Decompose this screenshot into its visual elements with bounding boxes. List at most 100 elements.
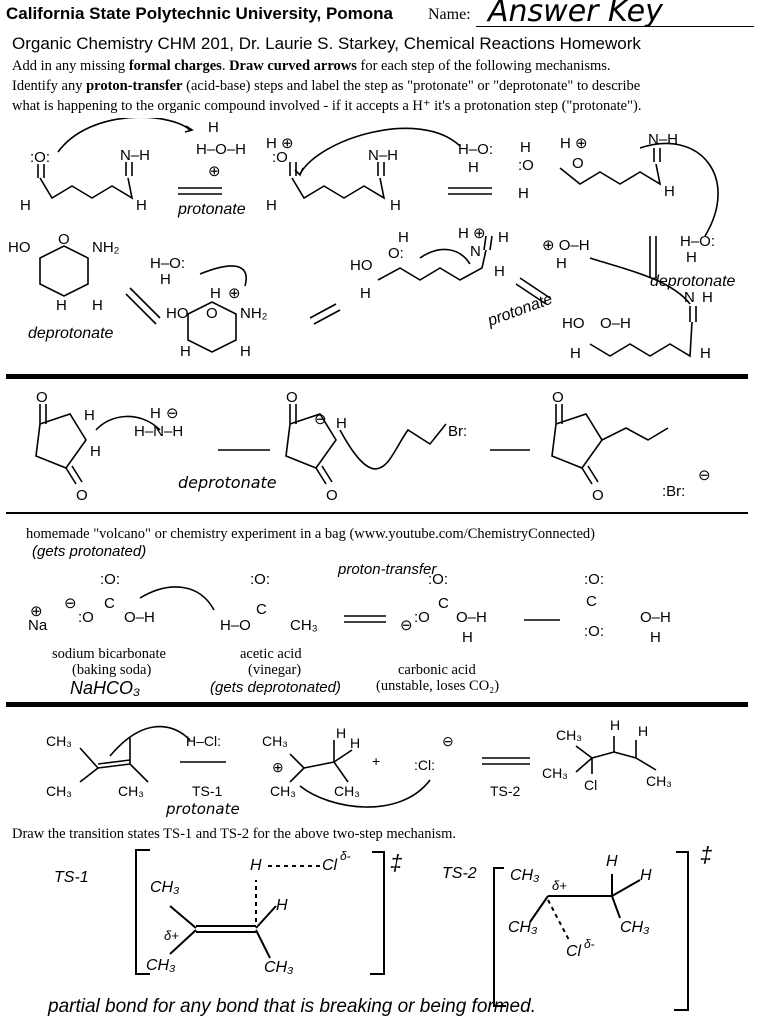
svg-text::O:: :O: <box>30 149 50 166</box>
svg-text:CH₃: CH₃ <box>270 783 296 799</box>
label-proton-transfer: proton-transfer <box>337 561 437 578</box>
svg-text::Cl:: :Cl: <box>414 757 435 773</box>
svg-text:Cl: Cl <box>584 777 597 793</box>
svg-text:H–O:: H–O: <box>458 141 493 158</box>
svg-text:‡: ‡ <box>700 846 712 867</box>
label-deprotonate-1: deprotonate <box>28 325 114 342</box>
svg-text::O: :O <box>272 149 288 166</box>
curved-arrow-10 <box>299 779 431 808</box>
svg-text:H: H <box>180 343 191 360</box>
svg-text:H: H <box>640 867 652 884</box>
svg-text:HO: HO <box>562 315 585 332</box>
svg-text:NH₂: NH₂ <box>240 305 268 322</box>
svg-text:CH₃: CH₃ <box>46 733 72 749</box>
ring-1 <box>39 245 89 297</box>
svg-text:CH₃: CH₃ <box>510 867 539 884</box>
svg-text:H: H <box>92 297 103 314</box>
course-title: Organic Chemistry CHM 201, Dr. Laurie S.… <box>12 34 641 53</box>
svg-text:δ+: δ+ <box>164 928 179 943</box>
svg-text:H: H <box>664 183 675 200</box>
svg-text::O:: :O: <box>584 571 604 588</box>
svg-text:H: H <box>208 119 219 136</box>
svg-text:Br:: Br: <box>448 423 467 440</box>
curved-arrow-7 <box>95 415 161 431</box>
svg-text:Cl: Cl <box>566 943 582 960</box>
svg-text:TS-2: TS-2 <box>490 783 521 799</box>
svg-text:HO: HO <box>166 305 189 322</box>
svg-text:H: H <box>398 229 409 246</box>
svg-text:H: H <box>350 735 360 751</box>
svg-text:O–H: O–H <box>600 315 631 332</box>
svg-text:HO: HO <box>350 257 373 274</box>
svg-text:CH₃: CH₃ <box>508 919 537 936</box>
svg-text:acetic acid: acetic acid <box>240 646 302 662</box>
curved-arrow-2 <box>299 127 461 175</box>
svg-text:O: O <box>206 305 218 322</box>
curved-arrow-4 <box>199 265 247 287</box>
svg-text:sodium bicarbonate: sodium bicarbonate <box>52 646 166 662</box>
divider-2 <box>6 512 748 514</box>
svg-text:⊕: ⊕ <box>208 163 221 180</box>
label-gets-deprotonated: (gets deprotonated) <box>210 679 341 696</box>
label-deprotonate-3: deprotonate <box>178 473 277 492</box>
svg-text:O: O <box>326 487 338 504</box>
svg-text:⊕: ⊕ <box>30 603 43 620</box>
name-underline <box>476 26 754 27</box>
svg-text:CH₃: CH₃ <box>620 919 649 936</box>
svg-text:H: H <box>150 405 161 422</box>
cyclopentanedione-3 <box>551 413 603 469</box>
svg-text:H: H <box>700 345 711 362</box>
label-protonate-1: protonate <box>177 201 246 218</box>
svg-text:⊕: ⊕ <box>228 285 241 302</box>
svg-text::O:: :O: <box>250 571 270 588</box>
svg-text:CH₃: CH₃ <box>290 617 318 634</box>
svg-text:‡: ‡ <box>390 850 402 875</box>
svg-text:H: H <box>210 285 221 302</box>
svg-text:CH₃: CH₃ <box>542 765 568 781</box>
svg-text::O: :O <box>518 157 534 174</box>
svg-text:Na: Na <box>28 617 48 634</box>
svg-text:CH₃: CH₃ <box>46 783 72 799</box>
svg-text:H: H <box>610 717 620 733</box>
svg-text:H: H <box>462 629 473 646</box>
svg-text:(baking soda): (baking soda) <box>72 662 151 678</box>
svg-text:H: H <box>468 159 479 176</box>
university-title: California State Polytechnic University,… <box>6 4 394 23</box>
svg-text:NH₂: NH₂ <box>92 239 120 256</box>
curved-arrow-5 <box>419 248 471 265</box>
svg-text:CH₃: CH₃ <box>150 879 179 896</box>
svg-text:C: C <box>104 595 115 612</box>
svg-text:H ⊕: H ⊕ <box>560 135 588 152</box>
svg-text:CH₃: CH₃ <box>118 783 144 799</box>
svg-text::O:: :O: <box>100 571 120 588</box>
svg-text:δ-: δ- <box>340 849 351 863</box>
svg-text:H: H <box>520 139 531 156</box>
label-protonate-3: protonate <box>165 800 240 818</box>
svg-text:O–H: O–H <box>124 609 155 626</box>
svg-text:HO: HO <box>8 239 31 256</box>
curved-arrow-8 <box>139 586 215 611</box>
svg-text:H: H <box>494 263 505 280</box>
svg-text:N–H: N–H <box>120 147 150 164</box>
svg-text:N: N <box>684 289 695 306</box>
svg-text:⊖: ⊖ <box>64 595 77 612</box>
svg-text:H ⊕: H ⊕ <box>458 225 486 242</box>
label-nahco3: NaHCO₃ <box>70 678 140 698</box>
svg-text:C: C <box>586 593 597 610</box>
svg-text:H–O:: H–O: <box>680 233 715 250</box>
mechanism-3-svg: ⊕Na ⊖:O: :OCO–H :O:H–OC CH₃ ⊖:O::O CO–HH… <box>28 544 671 698</box>
svg-text:H: H <box>276 897 288 914</box>
svg-text:O: O <box>286 389 298 406</box>
svg-text:CH₃: CH₃ <box>264 959 293 976</box>
svg-text:H: H <box>336 725 346 741</box>
svg-text:CH₃: CH₃ <box>646 773 672 789</box>
svg-text:H: H <box>556 255 567 272</box>
svg-text:H: H <box>250 857 262 874</box>
divider-3 <box>6 702 748 707</box>
svg-text:O: O <box>36 389 48 406</box>
svg-text:O: O <box>572 155 584 172</box>
ts1-label: TS-1 <box>54 869 89 886</box>
ts-prompt: Draw the transition states TS-1 and TS-2… <box>12 826 457 842</box>
